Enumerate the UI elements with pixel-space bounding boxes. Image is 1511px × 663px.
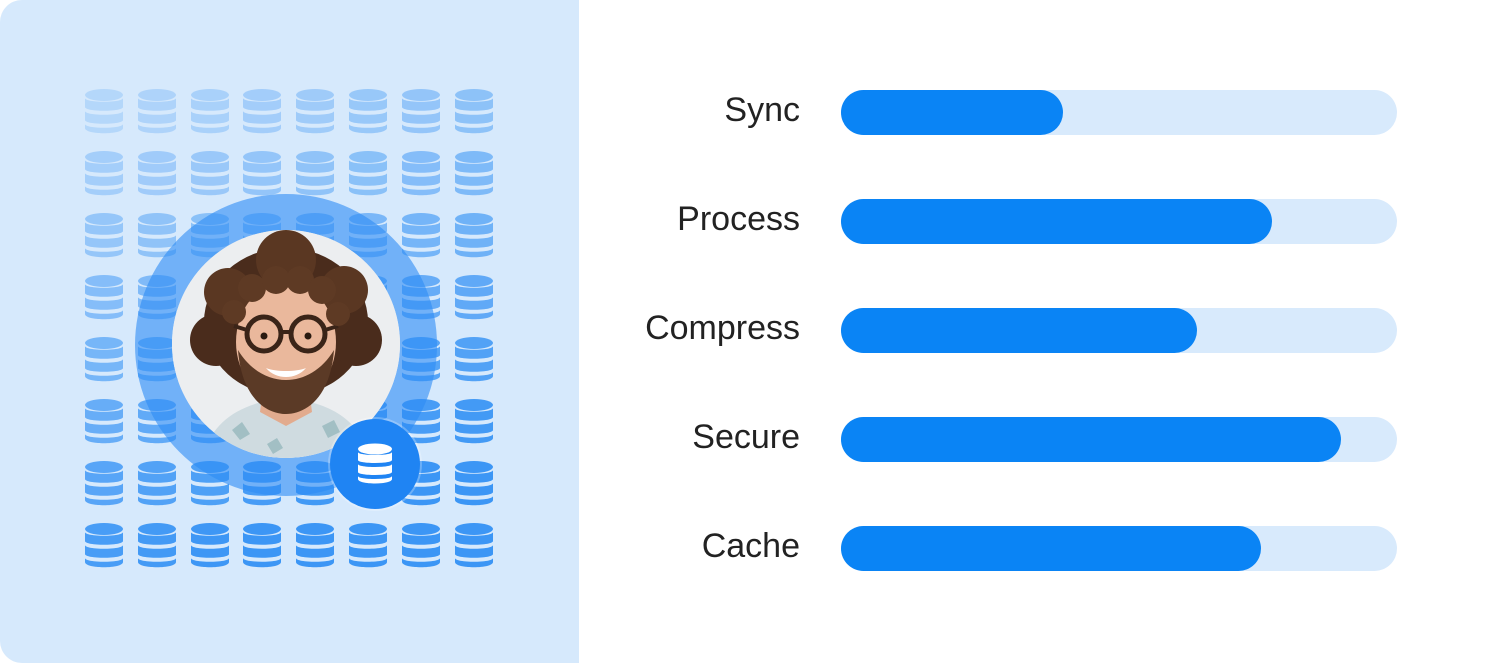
database-icon [84,88,124,136]
database-icon [84,460,124,508]
progress-track [841,90,1397,135]
database-icon [454,150,494,198]
metric-row-process: Process [600,199,1500,245]
progress-bar-fill [841,417,1342,462]
progress-track [841,308,1397,353]
database-icon [84,398,124,446]
database-icon [401,88,441,136]
database-icon [190,88,230,136]
database-badge [330,419,420,509]
database-icon [190,522,230,570]
database-icon [295,88,335,136]
progress-bar-fill [841,90,1064,135]
progress-track [841,199,1397,244]
database-icon [242,150,282,198]
database-icon [348,150,388,198]
metric-row-cache: Cache [600,526,1500,572]
progress-metrics: Sync Process Compress Secure Cache [600,0,1500,663]
database-icon [401,212,441,260]
progress-bar-fill [841,308,1197,353]
progress-track [841,526,1397,571]
database-icon [137,522,177,570]
database-icon [454,522,494,570]
database-icon [454,460,494,508]
database-icon [84,336,124,384]
database-icon [454,274,494,322]
database-icon [84,522,124,570]
progress-bar-fill [841,526,1261,571]
metric-label: Compress [645,309,800,347]
metric-row-compress: Compress [600,308,1500,354]
database-icon [84,150,124,198]
database-icon [454,212,494,260]
database-icon [401,522,441,570]
metric-label: Secure [692,418,800,456]
database-icon [454,398,494,446]
metric-row-secure: Secure [600,417,1500,463]
database-icon [84,212,124,260]
database-icon [84,274,124,322]
progress-track [841,417,1397,462]
database-icon [137,150,177,198]
database-icon [348,88,388,136]
database-icon [295,150,335,198]
database-icon [401,150,441,198]
database-icon [348,522,388,570]
metric-row-sync: Sync [600,90,1500,136]
database-icon [190,150,230,198]
profile-panel [0,0,579,663]
database-icon [137,460,177,508]
database-icon [137,88,177,136]
database-icon [295,522,335,570]
metric-label: Sync [724,91,800,129]
database-icon [242,522,282,570]
progress-bar-fill [841,199,1272,244]
database-icon [454,88,494,136]
metric-label: Process [677,200,800,238]
metric-label: Cache [701,527,800,565]
database-icon [454,336,494,384]
database-icon [358,443,392,484]
database-icon [242,88,282,136]
